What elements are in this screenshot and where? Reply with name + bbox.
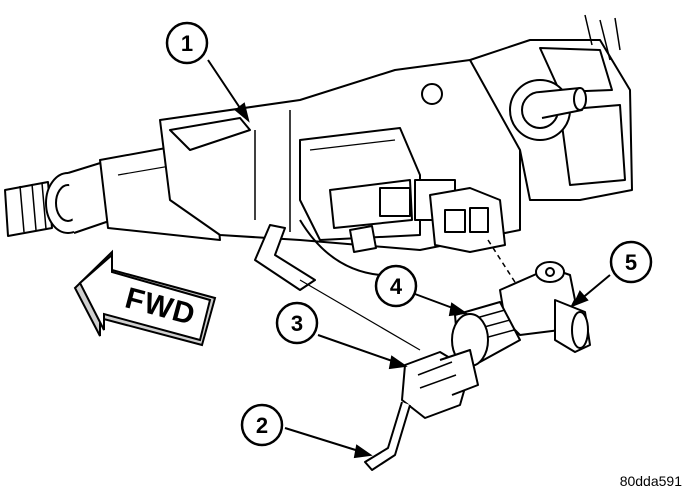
leader-1-arrowhead	[234, 102, 250, 123]
leader-5-arrowhead	[572, 290, 589, 307]
figure-id: 80dda591	[620, 473, 683, 489]
callout-2-number: 2	[256, 413, 268, 438]
callout-4: 4	[374, 264, 418, 308]
callout-1: 1	[165, 21, 209, 65]
callout-2: 2	[240, 403, 284, 447]
leader-2-arrowhead	[353, 444, 373, 459]
steering-column-drawing	[4, 14, 633, 291]
alignment-dashed-line	[487, 239, 521, 291]
callout-3-number: 3	[291, 311, 303, 336]
callout-leaders	[207, 59, 611, 459]
callout-1-number: 1	[181, 31, 193, 56]
harness-connector-drawing	[364, 349, 479, 471]
leader-5	[579, 274, 611, 301]
callout-3: 3	[275, 301, 319, 345]
leader-2	[284, 427, 363, 453]
callout-5: 5	[609, 240, 653, 284]
leader-3-arrowhead	[388, 355, 408, 370]
callout-4-number: 4	[390, 274, 403, 299]
leader-4-arrowhead	[448, 302, 468, 317]
leader-3	[317, 334, 399, 364]
fwd-arrow: FWD	[73, 249, 217, 347]
callout-5-number: 5	[625, 250, 637, 275]
sensor-drawing	[499, 261, 591, 353]
harness-line	[299, 279, 421, 351]
